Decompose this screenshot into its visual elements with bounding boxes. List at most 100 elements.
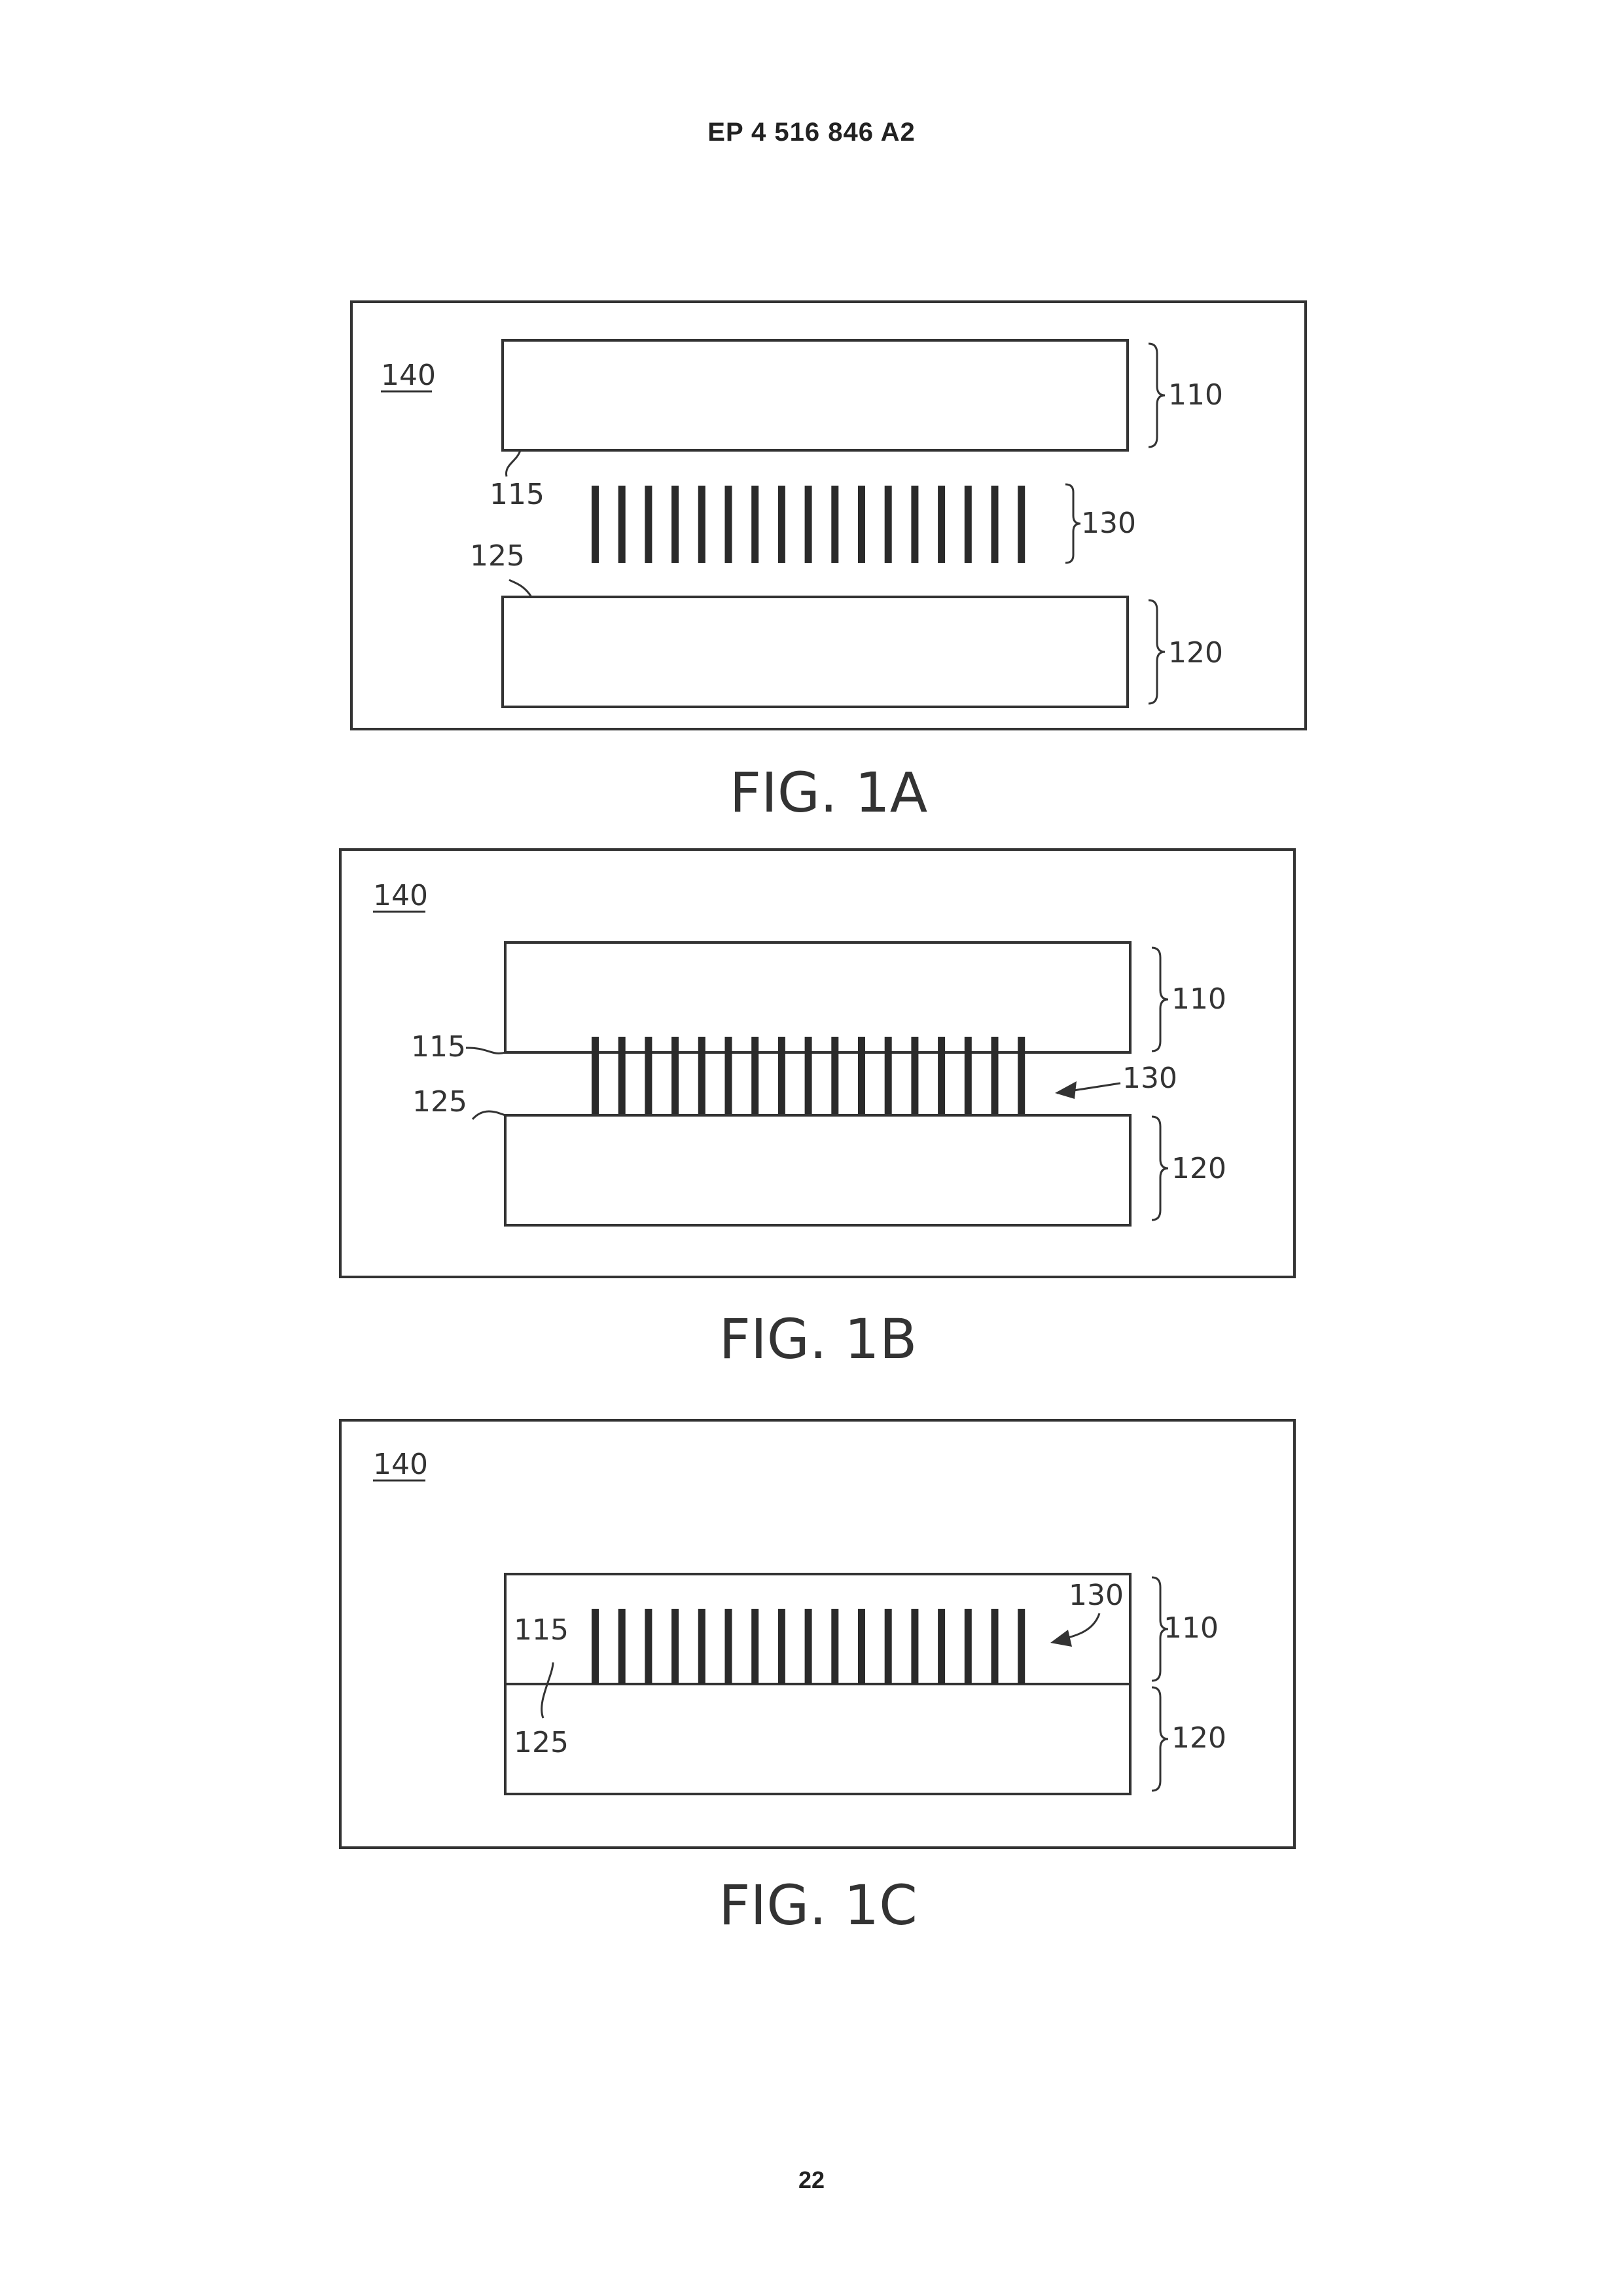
figure-1a (351, 302, 1306, 729)
label-125-1b: 125 (412, 1085, 467, 1119)
pillar (751, 1037, 758, 1114)
pillar (618, 1037, 626, 1114)
pillar-array-1a (592, 486, 1025, 563)
label-130-1a: 130 (1081, 507, 1136, 540)
pillar (858, 1037, 865, 1114)
leader-115-1b (466, 1048, 505, 1054)
label-125-1c: 125 (514, 1726, 569, 1759)
pillar (725, 1037, 732, 1114)
pillar (965, 1037, 972, 1114)
brace-110-1a (1149, 344, 1165, 447)
brace-120-1a (1149, 600, 1165, 704)
pillar-array-1c (592, 1609, 1025, 1684)
top-plate-1a (503, 340, 1128, 450)
pillar (885, 1037, 892, 1114)
bottom-plate-1a (503, 597, 1128, 707)
leader-125-1b (473, 1111, 505, 1119)
pillar (911, 486, 918, 563)
label-125-1a: 125 (470, 539, 525, 573)
top-plate-1b (505, 942, 1130, 1052)
brace-110-1b (1152, 948, 1168, 1051)
pillar (965, 486, 972, 563)
pillar (725, 486, 732, 563)
label-130-1b: 130 (1122, 1062, 1177, 1095)
pillar (698, 1609, 705, 1684)
label-120-1a: 120 (1168, 636, 1223, 670)
pillar (991, 1609, 999, 1684)
pillar (751, 486, 758, 563)
pillar (1018, 486, 1025, 563)
leader-115-125-1c (542, 1662, 553, 1718)
pillar (991, 1037, 999, 1114)
arrow-130-1b (1055, 1081, 1077, 1099)
pillar (778, 486, 785, 563)
label-110-1b: 110 (1171, 982, 1226, 1016)
pillar (645, 1037, 652, 1114)
pillar (698, 486, 705, 563)
label-140-1b: 140 (373, 879, 428, 912)
pillar (671, 1609, 679, 1684)
arrow-130-1c (1050, 1630, 1072, 1647)
pillar (991, 486, 999, 563)
pillar (725, 1609, 732, 1684)
pillar (671, 1037, 679, 1114)
pillar (698, 1037, 705, 1114)
pillar (645, 1609, 652, 1684)
chamber-frame-1a (351, 302, 1306, 729)
pillar (805, 486, 812, 563)
label-130-1c: 130 (1069, 1579, 1124, 1612)
pillar (831, 1037, 838, 1114)
pillar (592, 1609, 599, 1684)
label-120-1c: 120 (1171, 1721, 1226, 1755)
pillar (618, 1609, 626, 1684)
pillar-array-1b (592, 1037, 1025, 1114)
pillar (1018, 1037, 1025, 1114)
pillar (592, 486, 599, 563)
pillar (911, 1609, 918, 1684)
label-115-1c: 115 (514, 1613, 569, 1647)
label-140-1a: 140 (381, 359, 436, 392)
label-110-1a: 110 (1168, 378, 1223, 412)
pillar (965, 1609, 972, 1684)
pillar (618, 486, 626, 563)
brace-120-1b (1152, 1117, 1168, 1220)
brace-130-1a (1065, 484, 1080, 563)
label-140-1c: 140 (373, 1448, 428, 1481)
label-115-1a: 115 (490, 478, 544, 511)
caption-fig-1c: FIG. 1C (719, 1873, 918, 1937)
label-115-1b: 115 (411, 1030, 466, 1064)
pillar (645, 486, 652, 563)
pillar (671, 486, 679, 563)
brace-120-1c (1152, 1687, 1168, 1791)
caption-fig-1a: FIG. 1A (730, 761, 928, 825)
pillar (831, 1609, 838, 1684)
leader-125-1a (509, 580, 531, 597)
pillar (805, 1609, 812, 1684)
page-number: 22 (0, 2166, 1623, 2194)
top-plate-1c (505, 1574, 1130, 1684)
pillar (911, 1037, 918, 1114)
pillar (885, 486, 892, 563)
pillar (938, 486, 945, 563)
caption-fig-1b: FIG. 1B (719, 1307, 918, 1371)
pillar (858, 1609, 865, 1684)
pillar (778, 1609, 785, 1684)
pillar (751, 1609, 758, 1684)
pillar (1018, 1609, 1025, 1684)
bottom-plate-1b (505, 1115, 1130, 1225)
pillar (831, 486, 838, 563)
leader-115-1a (506, 450, 520, 476)
pillar (805, 1037, 812, 1114)
pillar (938, 1609, 945, 1684)
pillar (938, 1037, 945, 1114)
label-110-1c: 110 (1164, 1611, 1219, 1645)
pillar (858, 486, 865, 563)
bottom-plate-1c (505, 1684, 1130, 1794)
pillar (592, 1037, 599, 1114)
pillar (885, 1609, 892, 1684)
pillar (778, 1037, 785, 1114)
figure-1c (340, 1420, 1294, 1848)
label-120-1b: 120 (1171, 1152, 1226, 1185)
chamber-frame-1c (340, 1420, 1294, 1848)
